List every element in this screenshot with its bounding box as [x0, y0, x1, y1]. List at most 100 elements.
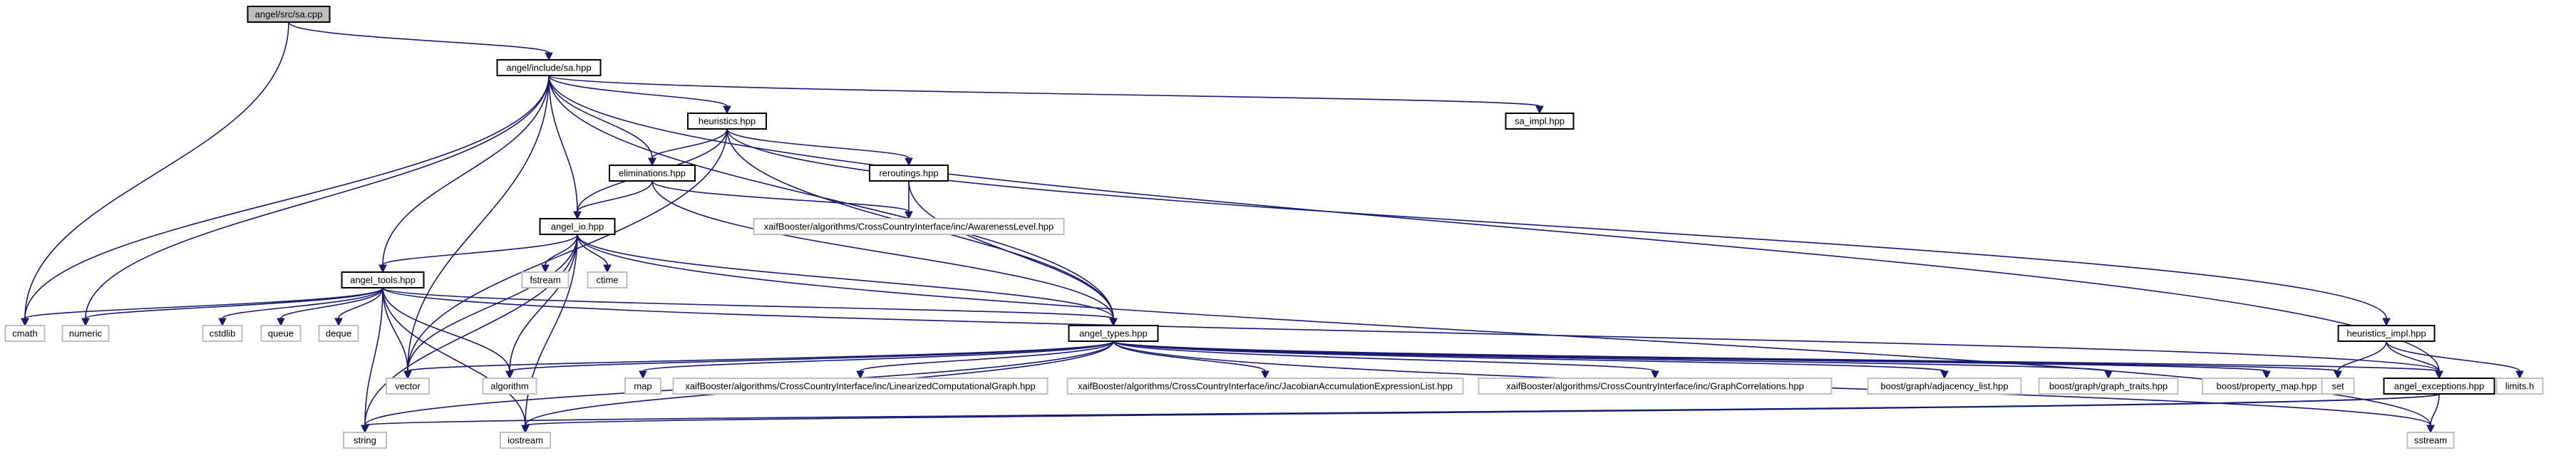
node-graphtraits: boost/graph/graph_traits.hpp	[2038, 378, 2179, 395]
edge-sa_hpp-to-vector	[403, 75, 550, 380]
edge-line	[548, 75, 728, 107]
node-label: numeric	[69, 328, 103, 339]
node-box	[247, 6, 331, 23]
node-deque: deque	[318, 325, 359, 342]
node-angel-types-hpp[interactable]: angel_types.hpp	[1068, 325, 1159, 342]
node-box	[496, 59, 602, 76]
node-label: cstdlib	[210, 328, 236, 339]
edge-arrowhead	[277, 318, 285, 327]
node-awareness: xaifBooster/algorithms/CrossCountryInter…	[753, 218, 1065, 235]
node-box	[61, 325, 110, 342]
edge-arrowhead	[1651, 370, 1659, 380]
node-fstream: fstream	[521, 271, 570, 288]
edge-heuristics_hpp-to-reroutings_hpp	[726, 128, 913, 167]
node-heuristics-impl-hpp[interactable]: heuristics_impl.hpp	[2337, 325, 2436, 342]
node-box	[386, 378, 430, 395]
edge-line	[860, 340, 1114, 372]
edge-arrowhead	[648, 157, 656, 167]
edge-line	[364, 287, 383, 426]
edge-reroutings_hpp-to-angel_types_hpp	[908, 180, 1118, 327]
node-box	[1068, 325, 1159, 342]
edge-arrowhead	[603, 264, 612, 274]
node-sa-impl-hpp[interactable]: sa_impl.hpp	[1505, 113, 1575, 130]
node-eliminations-hpp[interactable]: eliminations.hpp	[609, 165, 696, 182]
node-label: xaifBooster/algorithms/CrossCountryInter…	[685, 381, 1035, 392]
node-queue: queue	[260, 325, 302, 342]
node-box	[2383, 378, 2495, 395]
node-box	[1505, 113, 1575, 130]
edge-arrowhead	[905, 157, 913, 167]
node-label: heuristics.hpp	[699, 116, 756, 127]
node-label: boost/graph/adjacency_list.hpp	[1880, 381, 2008, 392]
edge-line	[407, 340, 1114, 372]
edge-heuristics_impl_hpp-to-limits_h	[2386, 340, 2524, 380]
node-adjlist: boost/graph/adjacency_list.hpp	[1867, 378, 2022, 395]
node-angel-tools-hpp[interactable]: angel_tools.hpp	[341, 271, 425, 288]
edge-line	[382, 287, 408, 372]
node-sa-cpp[interactable]: angel/src/sa.cpp	[247, 6, 331, 23]
node-label: heuristics_impl.hpp	[2346, 328, 2426, 339]
edge-arrowhead	[541, 264, 550, 274]
edge-line	[382, 75, 550, 266]
edge-arrowhead	[905, 211, 913, 220]
node-reroutings-hpp[interactable]: reroutings.hpp	[869, 165, 949, 182]
node-box	[539, 218, 616, 235]
edge-line	[548, 75, 578, 212]
node-box	[500, 432, 551, 449]
edge-sa_hpp-to-sa_impl_hpp	[548, 75, 1544, 115]
edge-heuristics_impl_hpp-to-angel_exceptions_hpp	[2386, 340, 2443, 380]
edge-line	[382, 287, 510, 372]
node-angel-io-hpp[interactable]: angel_io.hpp	[539, 218, 616, 235]
edge-arrowhead	[403, 370, 412, 380]
edge-arrowhead	[2104, 370, 2113, 380]
edge-arrowhead	[2334, 370, 2342, 380]
edge-line	[548, 75, 2440, 372]
edge-heuristics_hpp-to-eliminations_hpp	[648, 128, 728, 167]
edge-line	[2337, 340, 2387, 372]
edge-angel_io_hpp-to-sstream	[577, 234, 2435, 434]
edge-arrowhead	[1261, 370, 1269, 380]
edge-sa_hpp-to-heuristics_hpp	[548, 75, 731, 115]
node-label: angel_tools.hpp	[350, 275, 416, 286]
node-label: ctime	[596, 275, 618, 286]
edge-arrowhead	[2382, 318, 2391, 327]
edge-line	[85, 287, 383, 319]
edge-line	[2386, 340, 2440, 372]
edge-line	[280, 287, 383, 319]
edge-line	[509, 340, 1114, 372]
node-label: boost/graph/graph_traits.hpp	[2049, 381, 2168, 392]
node-sa-hpp[interactable]: angel/include/sa.hpp	[496, 59, 602, 76]
edge-heuristics_hpp-to-heuristics_impl_hpp	[726, 128, 2391, 327]
node-label: fstream	[530, 275, 560, 286]
node-label: cmath	[12, 328, 37, 339]
node-label: eliminations.hpp	[619, 168, 686, 179]
node-box	[624, 378, 661, 395]
node-label: xaifBooster/algorithms/CrossCountryInter…	[1506, 381, 1804, 392]
node-box	[521, 271, 570, 288]
edge-line	[85, 75, 550, 319]
edge-arrowhead	[2515, 370, 2524, 380]
node-angel-exceptions-hpp[interactable]: angel_exceptions.hpp	[2383, 378, 2495, 395]
edge-angel_tools_hpp-to-iostream	[382, 287, 530, 434]
node-box	[609, 165, 696, 182]
node-box	[753, 218, 1065, 235]
edge-line	[2386, 340, 2520, 372]
edge-arrowhead	[334, 318, 343, 327]
edge-eliminations_hpp-to-angel_types_hpp	[651, 180, 1118, 327]
node-box	[2038, 378, 2179, 395]
edge-line	[24, 21, 289, 319]
edge-angel_io_hpp-to-angel_tools_hpp	[378, 234, 578, 274]
node-label: angel_types.hpp	[1079, 328, 1147, 339]
node-box	[260, 325, 302, 342]
node-heuristics-hpp[interactable]: heuristics.hpp	[687, 113, 767, 130]
edge-angel_tools_hpp-to-cmath	[21, 287, 383, 327]
node-box	[202, 325, 243, 342]
edge-sa_hpp-to-numeric	[81, 75, 550, 327]
edge-angel_tools_hpp-to-queue	[277, 287, 383, 327]
node-label: xaifBooster/algorithms/CrossCountryInter…	[764, 222, 1054, 232]
edge-line	[1113, 340, 1266, 372]
edge-arrowhead	[21, 318, 29, 327]
edge-line	[577, 234, 2431, 426]
edge-arrowhead	[81, 318, 90, 327]
node-box	[687, 113, 767, 130]
